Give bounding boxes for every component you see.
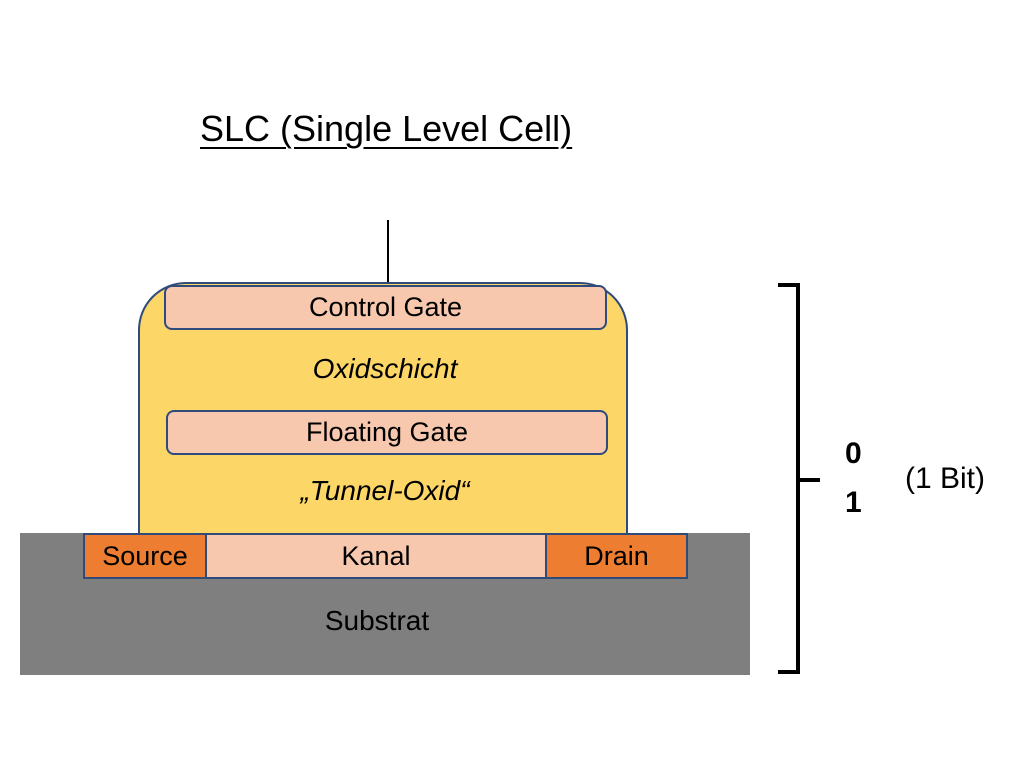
bit-state-one: 1 <box>845 486 862 519</box>
bracket-tick <box>800 478 820 482</box>
control-gate: Control Gate <box>164 285 607 330</box>
floating-gate: Floating Gate <box>166 410 608 455</box>
cell-bracket <box>778 283 800 674</box>
tunnel-oxide-label: „Tunnel-Oxid“ <box>300 475 470 506</box>
bit-count-label: (1 Bit) <box>905 462 986 495</box>
bit-state-zero: 0 <box>845 437 862 470</box>
control-gate-lead <box>387 220 389 284</box>
substrate-label: Substrat <box>324 605 430 636</box>
source-region: Source <box>83 533 207 579</box>
oxide-label: Oxidschicht <box>312 353 458 384</box>
diagram-title: SLC (Single Level Cell) <box>200 108 573 149</box>
channel-region: Kanal <box>205 533 547 579</box>
drain-region: Drain <box>545 533 688 579</box>
